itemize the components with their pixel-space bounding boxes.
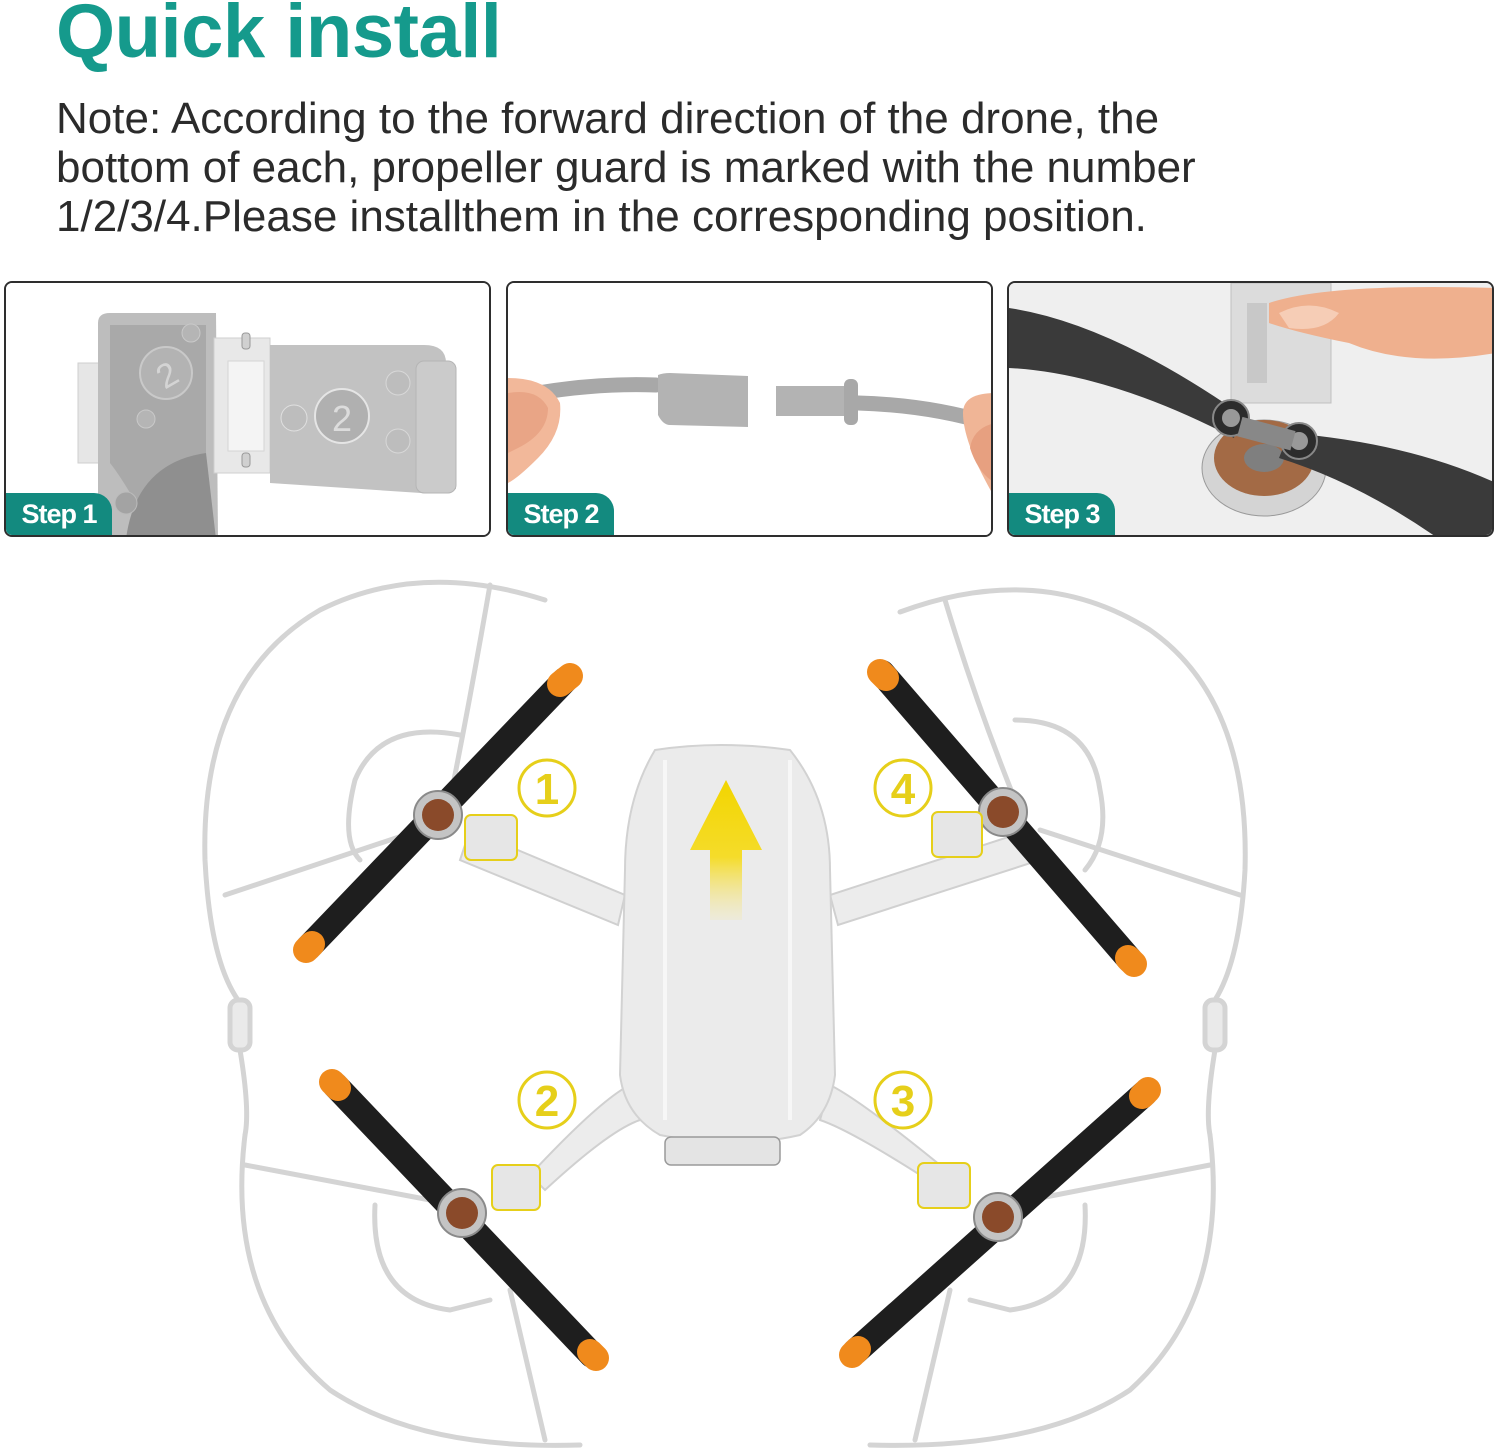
propeller-rear-right [839, 1077, 1161, 1368]
drone-diagram: 1 4 2 3 [202, 579, 1248, 1448]
position-label-3: 3 [873, 1070, 933, 1130]
svg-text:2: 2 [535, 1077, 559, 1126]
position-label-1: 1 [517, 758, 577, 818]
step-1-panel: 2 2 Step 1 [4, 281, 491, 537]
note-line: 1/2/3/4.Please installthem in the corres… [56, 192, 1147, 241]
position-label-2: 2 [517, 1070, 577, 1130]
position-label-4: 4 [873, 758, 933, 818]
step-2-panel: Step 2 [506, 281, 993, 537]
step-badge: Step 3 [1009, 493, 1115, 535]
propeller-front-left [293, 663, 583, 963]
installation-note: Note: According to the forward direction… [56, 94, 1476, 241]
svg-text:1: 1 [535, 765, 559, 814]
note-line: Note: According to the forward direction… [56, 94, 1160, 143]
svg-text:2: 2 [332, 398, 352, 439]
drone-body [618, 744, 837, 1166]
svg-text:4: 4 [891, 765, 916, 814]
motor-clip-image [1009, 283, 1492, 535]
step-badge: Step 1 [6, 493, 112, 535]
step-3-panel: Step 3 [1007, 281, 1494, 537]
page-title: Quick install [56, 0, 502, 74]
svg-text:3: 3 [891, 1077, 915, 1126]
note-line: bottom of each, propeller guard is marke… [56, 143, 1196, 192]
arrow-up-icon [690, 780, 762, 920]
propeller-rear-left [319, 1069, 609, 1371]
guard-clips [464, 811, 983, 1211]
propeller-guard-frames [202, 579, 1248, 1448]
propeller-front-right [867, 659, 1147, 977]
step-badge: Step 2 [508, 493, 614, 535]
